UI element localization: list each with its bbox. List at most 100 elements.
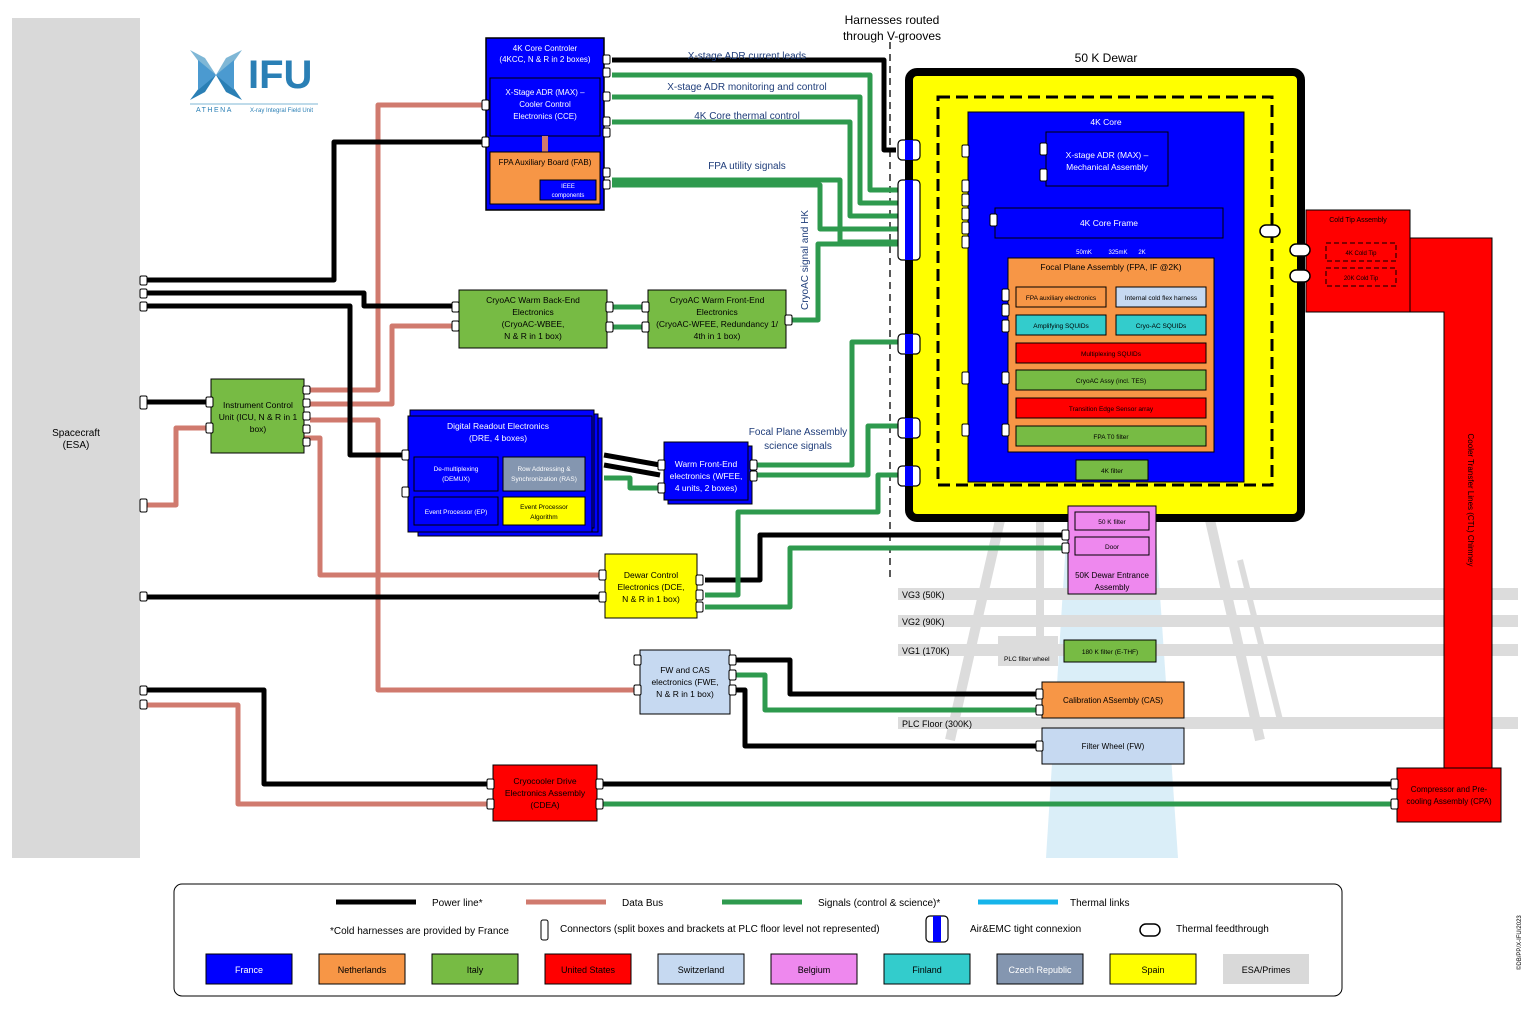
- ethf-label: 180 K filter (E-THF): [1082, 649, 1138, 656]
- epa-label: Event Processor: [520, 504, 569, 511]
- signal-line: [705, 472, 900, 598]
- dce-label: Electronics (DCE,: [617, 582, 684, 592]
- wbee-label: (CryoAC-WBEE,: [502, 319, 565, 329]
- connector: [1001, 371, 1010, 385]
- power-line: [730, 657, 1040, 697]
- 4kcc-title: (4KCC, N & R in 2 boxes): [499, 55, 590, 64]
- connector: [602, 116, 611, 127]
- power-line: [145, 687, 488, 787]
- vg3-label: VG3 (50K): [902, 590, 945, 600]
- connector: [1035, 704, 1044, 716]
- connector: [302, 424, 311, 434]
- connector: [605, 321, 614, 333]
- ieee-box: [539, 179, 597, 201]
- dce-label: N & R in 1 box): [622, 594, 680, 604]
- connector: [728, 669, 737, 681]
- cold-flex-label: Internal cold flex harness: [1125, 295, 1198, 302]
- connector: [595, 778, 604, 790]
- legend-country-label: Finland: [912, 965, 942, 975]
- thermal-feedthrough: [1259, 224, 1281, 238]
- power-line: [730, 687, 1040, 749]
- connector: [1061, 529, 1070, 541]
- spacecraft-label: Spacecraft: [52, 428, 100, 439]
- cold-tip-20k-label: 20K Cold Tip: [1344, 276, 1379, 282]
- spacecraft-label: (ESA): [63, 440, 90, 451]
- connector: [139, 591, 148, 602]
- signal-labels: X-stage ADR current leads X-stage ADR mo…: [667, 51, 847, 452]
- connection-lines: [145, 57, 1396, 807]
- dre-box: Digital Readout Electronics (DRE, 4 boxe…: [407, 409, 603, 537]
- cryoac-wbee-box: CryoAC Warm Back-End Electronics (CryoAC…: [458, 289, 608, 349]
- entrance-label: Assembly: [1095, 583, 1130, 592]
- ifu-logo: IFU ATHENA X-ray Integral Field Unit: [190, 50, 318, 114]
- cold-tip-title: Cold Tip Assembly: [1329, 217, 1387, 224]
- cas-box: [1041, 681, 1185, 719]
- fpa-aux-label: FPA auxiliary electronics: [1026, 295, 1097, 302]
- entrance-assembly: 50 K filter Door 50K Dewar Entrance Asse…: [1067, 505, 1157, 595]
- door-label: Door: [1105, 544, 1120, 551]
- dce-label: Dewar Control: [624, 570, 678, 580]
- connector: [695, 589, 704, 601]
- connector: [641, 321, 650, 333]
- cold-tip-4k-label: 4K Cold Tip: [1345, 251, 1377, 257]
- connectors: [139, 54, 1399, 810]
- connector: [784, 314, 793, 326]
- wbee-label: CryoAC Warm Back-End: [486, 295, 580, 305]
- connector: [728, 684, 737, 696]
- vgroove-labels: VG3 (50K) VG2 (90K) VG1 (170K) PLC Floor…: [902, 590, 1050, 729]
- demux-box: [413, 456, 499, 492]
- signal-line: [752, 423, 900, 478]
- adr-mech-label: Mechanical Assembly: [1066, 162, 1148, 172]
- connector: [1001, 303, 1010, 317]
- legend-country-swatch: [318, 953, 406, 985]
- legend-country-label: France: [235, 965, 263, 975]
- legend-feedthrough-label: Thermal feedthrough: [1176, 924, 1269, 935]
- connector: [961, 193, 970, 207]
- connector: [695, 574, 704, 586]
- legend-country-label: Spain: [1141, 965, 1164, 975]
- ras-label: Row Addressing &: [517, 466, 571, 473]
- epa-box: [502, 496, 586, 526]
- power-line: [145, 139, 488, 283]
- harness-note: Harnesses routed: [845, 13, 940, 27]
- amp-squids-box: [1015, 314, 1107, 336]
- ifu-logo-mark: [190, 50, 242, 100]
- legend-country-swatch: [770, 953, 858, 985]
- air-emc-connexions: [897, 139, 921, 487]
- signal-line: [790, 241, 900, 323]
- epa-label: Algorithm: [530, 514, 557, 521]
- connector: [961, 423, 970, 437]
- connector: [633, 684, 642, 696]
- tes-array-box: [1015, 397, 1207, 419]
- connector: [961, 179, 970, 193]
- connector: [595, 798, 604, 810]
- connector: [302, 437, 311, 447]
- cryoac-wfee-box: CryoAC Warm Front-End Electronics (CryoA…: [647, 289, 787, 349]
- connector: [1390, 798, 1399, 810]
- connector: [728, 654, 737, 666]
- connector: [205, 396, 214, 408]
- demux-label: De-multiplexing: [434, 466, 479, 473]
- legend-air-emc-core: [933, 916, 941, 942]
- connector: [481, 99, 490, 111]
- adr-mech-label: X-stage ADR (MAX) –: [1066, 150, 1149, 160]
- cryoac-assy-box: [1015, 369, 1207, 391]
- fpa-aux-box: [1015, 286, 1107, 308]
- cce-box: [489, 77, 601, 137]
- connector: [961, 235, 970, 249]
- connector: [139, 395, 148, 410]
- ctl-chimney: [1409, 237, 1493, 769]
- databus-line: [304, 435, 600, 578]
- door-box: [1074, 536, 1150, 556]
- connector: [1001, 288, 1010, 302]
- wfee-box: Warm Front-End electronics (WFEE, 4 unit…: [663, 441, 753, 505]
- connector: [598, 591, 607, 603]
- mux-squids-box: [1015, 342, 1207, 364]
- legend-connector-swatch: [540, 919, 549, 941]
- power-line: [612, 57, 896, 153]
- cryoac-wfee-label: CryoAC Warm Front-End: [670, 295, 765, 305]
- cold-flex-box: [1115, 286, 1207, 308]
- filter-4k-box: [1075, 459, 1149, 481]
